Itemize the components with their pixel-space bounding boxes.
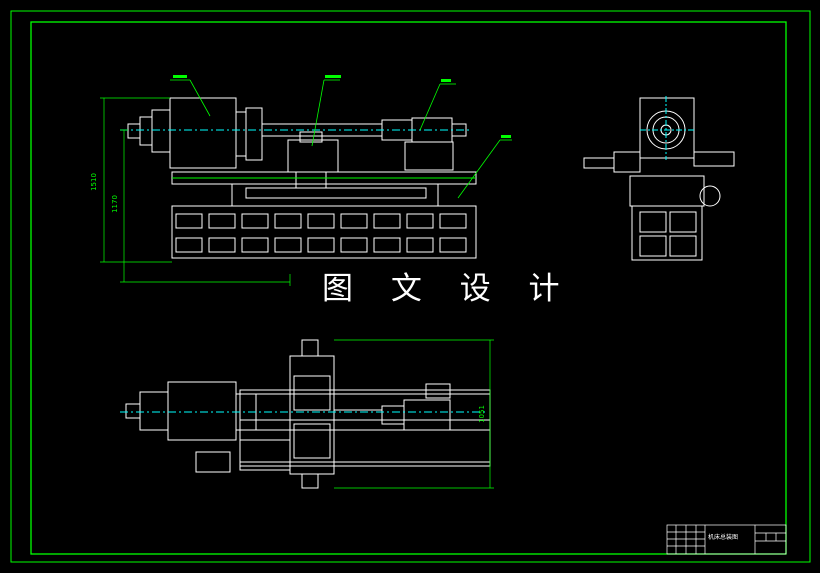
tailstock [404, 141, 454, 171]
watermark-text: 图 文 设 计 [322, 271, 574, 307]
top-bed [239, 389, 491, 467]
headstock [169, 97, 237, 169]
top-view [120, 339, 491, 489]
callout-label-spindle [173, 75, 187, 78]
side-view [583, 96, 735, 261]
dim-front-height-1: 1510 [90, 173, 98, 191]
machine-bed [171, 205, 477, 259]
top-headstock [167, 381, 237, 441]
inner-frame [30, 21, 787, 555]
saddle [287, 139, 339, 173]
side-base [631, 205, 703, 261]
front-view [120, 97, 477, 259]
title-block [666, 524, 787, 555]
title-block-drawing-title: 机床总装图 [708, 534, 739, 541]
top-dimensions [334, 339, 494, 489]
dim-front-height-2: 1170 [111, 195, 119, 213]
outer-frame [10, 10, 811, 563]
callout-label-saddle [325, 75, 341, 78]
callout-label-tailstock [441, 79, 451, 82]
front-callout-labels [173, 75, 511, 138]
callout-label-bed [501, 135, 511, 138]
dim-top-height: 1051 [478, 405, 486, 423]
front-callouts [170, 79, 512, 199]
top-cross-slide [289, 355, 335, 475]
front-dimensions [100, 97, 291, 286]
